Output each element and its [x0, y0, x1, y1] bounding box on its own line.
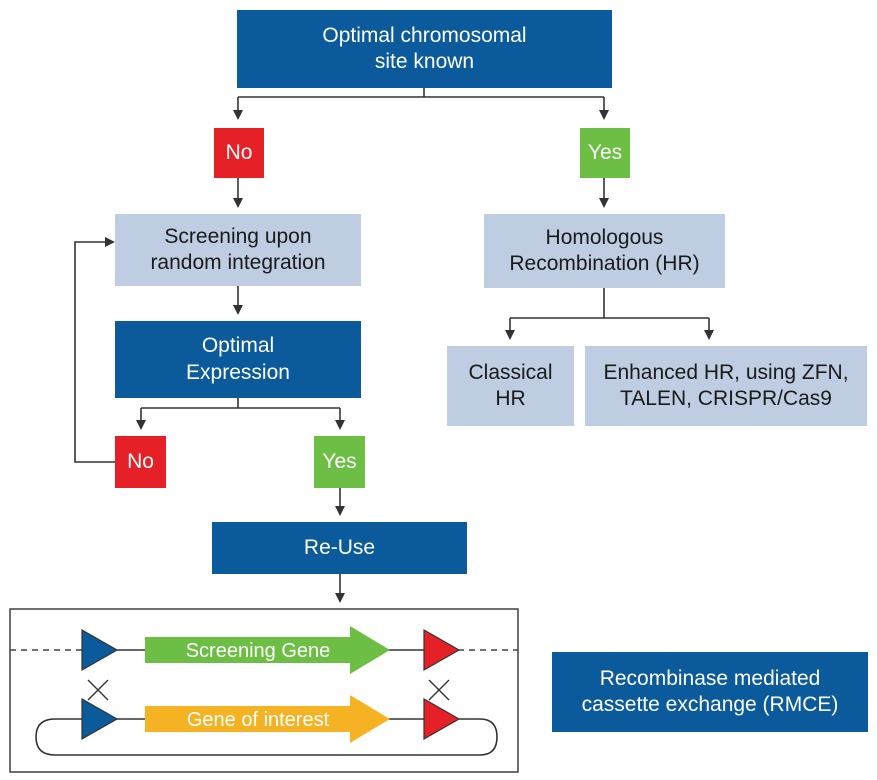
connector-expression-split: [141, 398, 340, 409]
plasmid-loop: [35, 718, 498, 756]
recombination-site-red-bottom: [423, 697, 461, 741]
cassette-frame: [9, 608, 519, 773]
rmce-label: Recombinase mediated cassette exchange (…: [581, 666, 839, 716]
screening-gene-arrow: [145, 626, 390, 674]
connector-top-split: [238, 88, 604, 98]
gene-of-interest-label: Gene of interest: [187, 709, 330, 731]
crossover-left-icon: [87, 679, 109, 701]
optimal-expression-node: Optimal Expression: [115, 321, 361, 398]
rmce-node: Recombinase mediated cassette exchange (…: [552, 652, 868, 732]
no-decision-loop: No: [115, 436, 166, 488]
homologous-node: Homologous Recombination (HR): [484, 214, 725, 288]
reuse-node: Re-Use: [212, 522, 467, 574]
yes-label: Yes: [587, 140, 623, 164]
gene-of-interest-arrow: [145, 695, 390, 743]
screening-gene-label: Screening Gene: [186, 640, 331, 662]
yes-bottom-label: Yes: [322, 449, 357, 473]
optimal-site-label: Optimal chromosomal site known: [322, 23, 527, 73]
classical-hr-label: Classical HR: [468, 360, 553, 410]
classical-hr-node: Classical HR: [447, 346, 574, 426]
yes-decision-right: Yes: [580, 128, 630, 178]
enhanced-hr-label: Enhanced HR, using ZFN, TALEN, CRISPR/Ca…: [603, 360, 849, 410]
no-decision-left: No: [214, 128, 264, 178]
reuse-label: Re-Use: [303, 535, 376, 559]
recombination-site-red-top: [423, 628, 461, 672]
crossover-right-icon: [428, 679, 450, 701]
screening-node: Screening upon random integration: [115, 214, 361, 286]
recombination-site-blue-top: [81, 628, 119, 672]
screening-label: Screening upon random integration: [150, 224, 326, 274]
loop-back-connector: [74, 237, 115, 463]
yes-decision-bottom: Yes: [314, 436, 365, 488]
connector-homologous-split: [510, 288, 709, 319]
no-loop-label: No: [127, 449, 154, 473]
homologous-label: Homologous Recombination (HR): [509, 225, 700, 275]
enhanced-hr-node: Enhanced HR, using ZFN, TALEN, CRISPR/Ca…: [585, 346, 867, 426]
recombination-site-blue-bottom: [81, 697, 119, 741]
optimal-site-node: Optimal chromosomal site known: [237, 10, 612, 88]
optimal-expression-label: Optimal Expression: [186, 334, 290, 384]
no-label: No: [225, 140, 253, 164]
